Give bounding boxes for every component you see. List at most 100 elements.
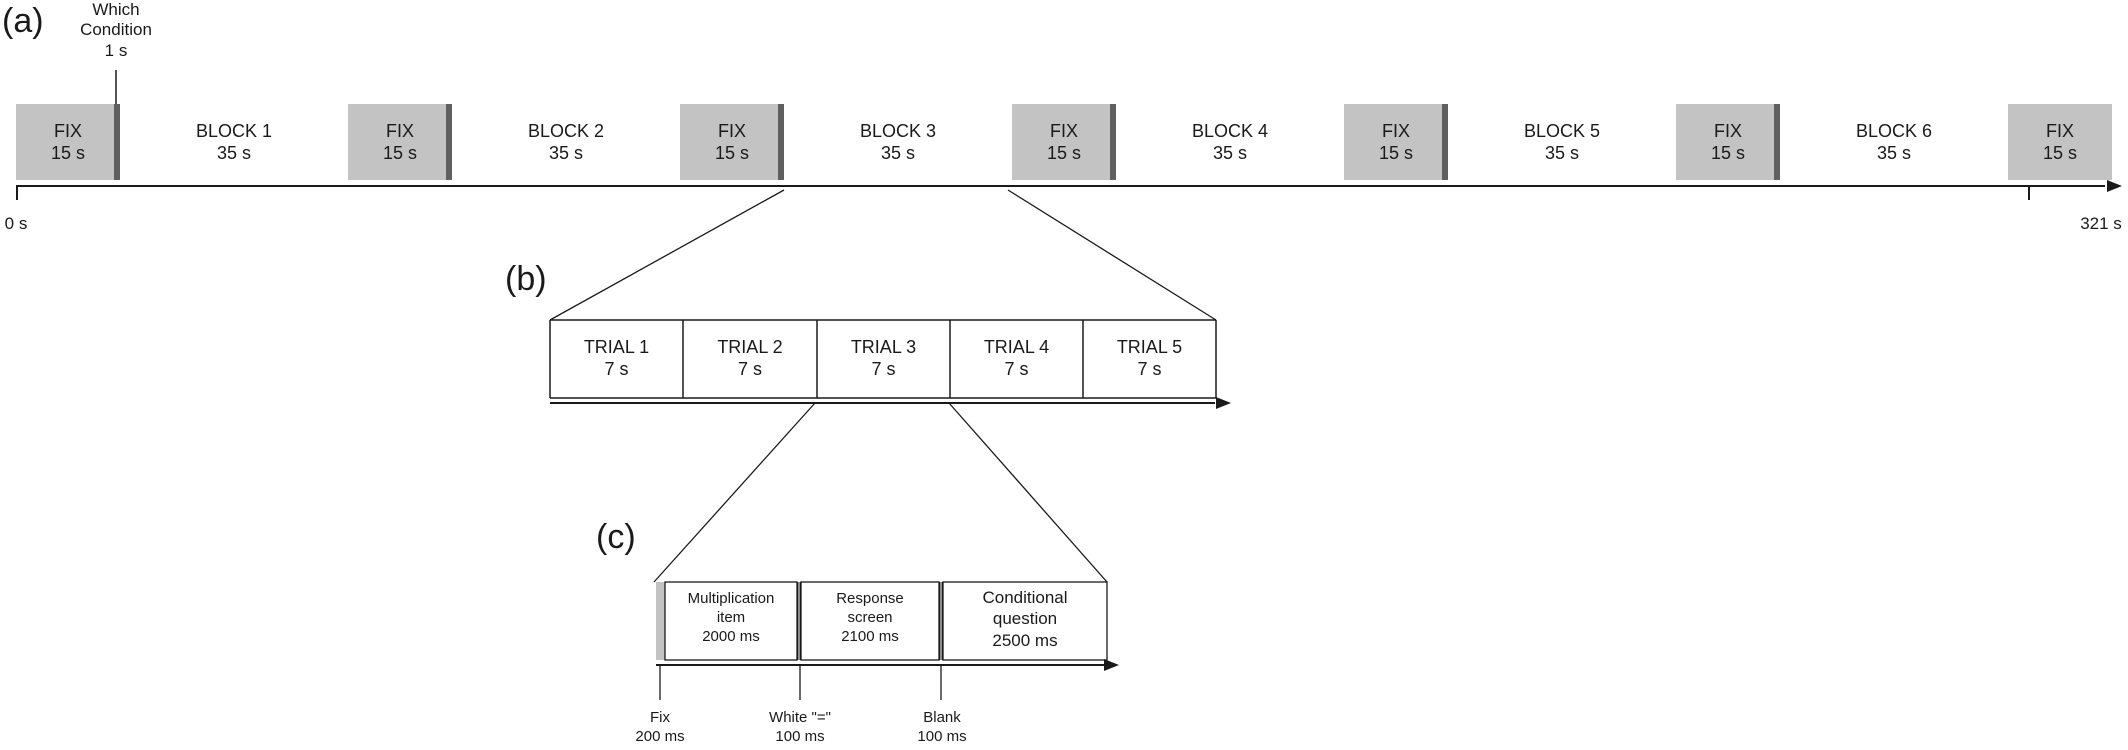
- condition-cue-bar: [1774, 104, 1780, 180]
- trials-arrowhead: [1216, 397, 1231, 409]
- block-duration: 35 s: [1212, 142, 1248, 163]
- trial-duration: 7 s: [871, 358, 896, 379]
- block-duration: 35 s: [1544, 142, 1580, 163]
- condition-cue-bar: [446, 104, 452, 180]
- fix-duration: 15 s: [1046, 142, 1082, 163]
- trial-structure-arrowhead: [1104, 659, 1119, 671]
- zoom-line-b-left: [653, 402, 816, 583]
- trial-duration: 7 s: [1137, 358, 1162, 379]
- fix-label: FIX: [1049, 121, 1078, 141]
- trial-label: TRIAL 4: [983, 337, 1050, 357]
- block-label: BLOCK 4: [1191, 121, 1269, 141]
- panel-label-b: (b): [505, 260, 547, 298]
- trial-phase-line: Response: [836, 590, 904, 607]
- fix-duration: 15 s: [50, 142, 86, 163]
- zoom-line-a-left: [549, 189, 785, 321]
- which-condition-label: Which Condition 1 s: [66, 0, 166, 61]
- block-label: BLOCK 5: [1523, 121, 1601, 141]
- trial-label: TRIAL 3: [850, 337, 917, 357]
- fix-label: FIX: [717, 121, 746, 141]
- trial-phase-line: item: [716, 608, 746, 626]
- trial-phase-line: 2500 ms: [992, 630, 1058, 650]
- fix-period-c: [656, 582, 665, 660]
- which-condition-line2: Condition: [80, 20, 152, 40]
- multiplication-item-box: [664, 581, 798, 661]
- trial-duration: 7 s: [737, 358, 762, 379]
- panel-label-a: (a): [2, 2, 44, 40]
- event-label-line: 100 ms: [917, 727, 967, 745]
- trial-duration: 7 s: [1004, 358, 1029, 379]
- fix-period: [1344, 104, 1448, 180]
- event-label-line: White "=": [769, 709, 831, 726]
- fix-label: FIX: [2045, 121, 2074, 141]
- timeline-start-label: 0 s: [4, 214, 28, 233]
- fix-duration: 15 s: [1710, 142, 1746, 163]
- which-condition-line3: 1 s: [104, 40, 128, 60]
- trial-phase-line: Multiplication: [687, 590, 775, 607]
- fix-label: FIX: [385, 121, 414, 141]
- block-duration: 35 s: [1876, 142, 1912, 163]
- trial-phase-line: Conditional: [982, 588, 1068, 607]
- trial-phase-line: screen: [847, 608, 893, 626]
- condition-cue-bar: [1110, 104, 1116, 180]
- fix-duration: 15 s: [2042, 142, 2078, 163]
- block-label: BLOCK 3: [859, 121, 937, 141]
- event-label-line: 100 ms: [775, 727, 825, 745]
- conditional-question-box: [942, 581, 1108, 661]
- block-duration: 35 s: [880, 142, 916, 163]
- block-duration: 35 s: [548, 142, 584, 163]
- trial-phase-line: question: [992, 609, 1058, 629]
- fix-duration: 15 s: [1378, 142, 1414, 163]
- condition-cue-bar: [778, 104, 784, 180]
- block-label: BLOCK 2: [527, 121, 605, 141]
- block-duration: 35 s: [216, 142, 252, 163]
- event-label-line: Fix: [650, 709, 670, 726]
- block-label: BLOCK 1: [195, 121, 273, 141]
- trial-duration: 7 s: [604, 358, 629, 379]
- trial-label: TRIAL 1: [583, 337, 650, 357]
- fix-period: [1012, 104, 1116, 180]
- fix-label: FIX: [1713, 121, 1742, 141]
- trial-label: TRIAL 5: [1116, 337, 1183, 357]
- panel-label-c: (c): [596, 518, 636, 556]
- trial-label: TRIAL 2: [717, 337, 783, 357]
- event-label: White "="100 ms: [755, 709, 845, 747]
- fix-period: [16, 104, 120, 180]
- event-label-line: 200 ms: [635, 727, 685, 745]
- trial-phase-line: 2000 ms: [702, 627, 760, 645]
- fix-label: FIX: [1381, 121, 1410, 141]
- trial-phase-line: 2100 ms: [841, 627, 899, 645]
- condition-cue-bar: [1442, 104, 1448, 180]
- timeline-end-label: 321 s: [2080, 214, 2122, 233]
- fix-label: FIX: [53, 121, 82, 141]
- response-screen-box: [800, 581, 940, 661]
- fix-duration: 15 s: [714, 142, 750, 163]
- zoom-line-a-right: [1007, 189, 1217, 321]
- fix-period: [348, 104, 452, 180]
- event-label-line: Blank: [923, 709, 961, 726]
- timeline-arrowhead: [2107, 180, 2122, 192]
- fix-period: [680, 104, 784, 180]
- fix-period: [2008, 104, 2112, 180]
